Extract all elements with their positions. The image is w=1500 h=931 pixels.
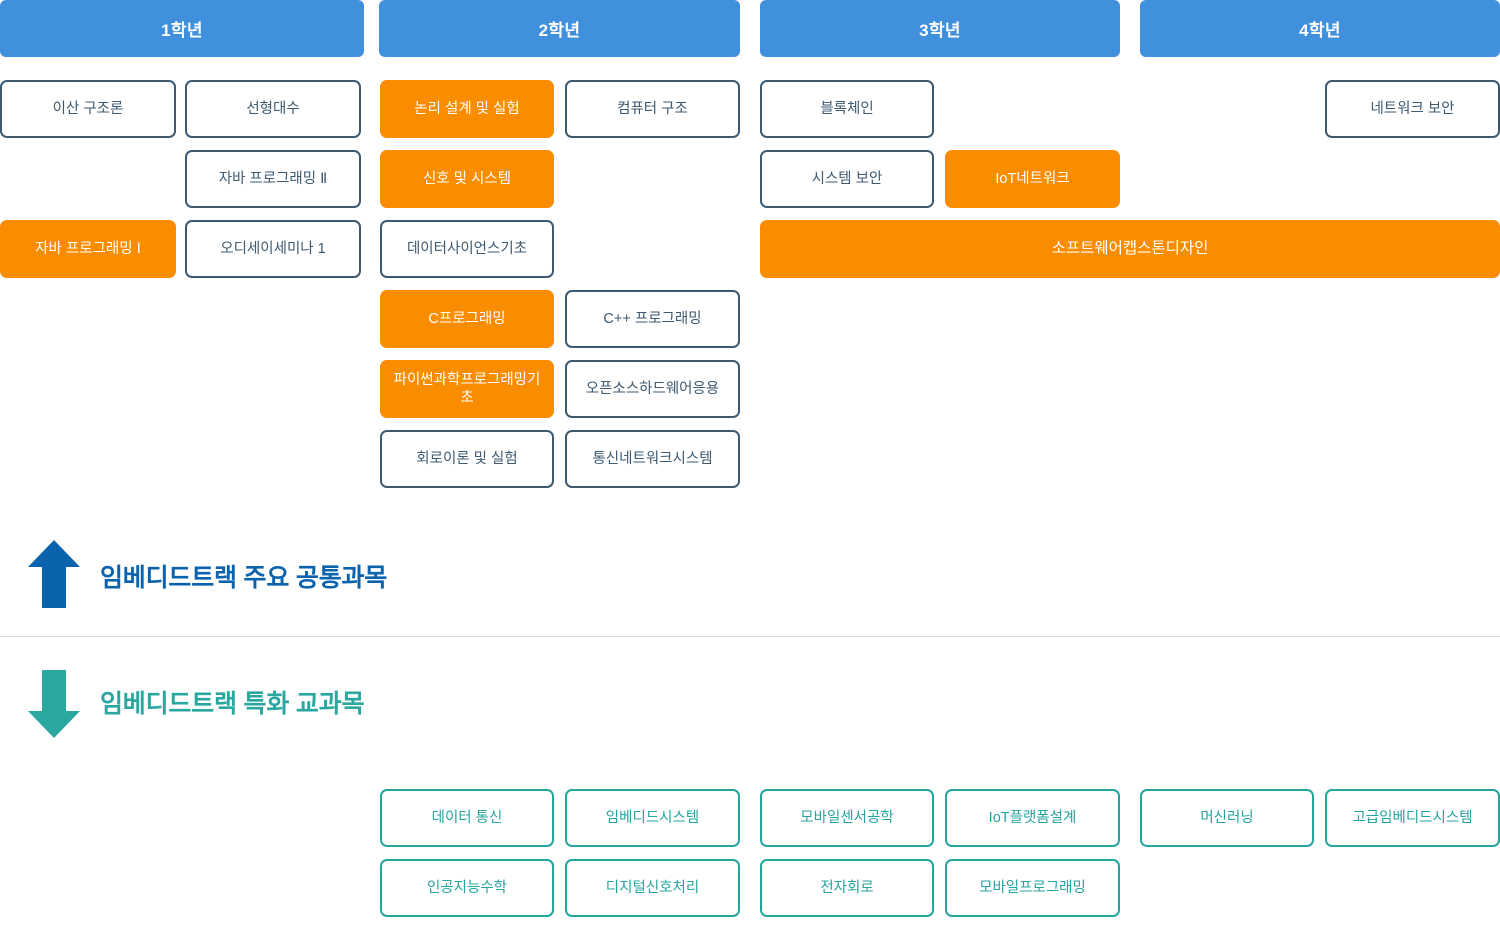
course-box[interactable]: 인공지능수학 [380, 859, 554, 917]
course-box[interactable]: 모바일센서공학 [760, 789, 934, 847]
course-box[interactable]: 이산 구조론 [0, 80, 176, 138]
course-box[interactable]: 시스템 보안 [760, 150, 934, 208]
course-box[interactable]: 컴퓨터 구조 [565, 80, 740, 138]
course-box[interactable]: 디지털신호처리 [565, 859, 740, 917]
specialized-track-label: 임베디드트랙 특화 교과목 [100, 690, 365, 718]
course-box[interactable]: 신호 및 시스템 [380, 150, 554, 208]
course-box[interactable]: C프로그래밍 [380, 290, 554, 348]
course-box[interactable]: 소프트웨어캡스톤디자인 [760, 220, 1500, 278]
arrow-up-icon [28, 540, 80, 608]
year-header-year1: 1학년 [0, 0, 364, 57]
course-box[interactable]: 머신러닝 [1140, 789, 1314, 847]
course-box[interactable]: IoT네트워크 [945, 150, 1120, 208]
course-box[interactable]: 파이썬과학프로그래밍기초 [380, 360, 554, 418]
year-header-year3: 3학년 [760, 0, 1120, 57]
course-box[interactable]: 선형대수 [185, 80, 361, 138]
course-box[interactable]: 오픈소스하드웨어응용 [565, 360, 740, 418]
course-box[interactable]: 회로이론 및 실험 [380, 430, 554, 488]
course-box[interactable]: 임베디드시스템 [565, 789, 740, 847]
course-box[interactable]: 고급임베디드시스템 [1325, 789, 1500, 847]
course-box[interactable]: 모바일프로그래밍 [945, 859, 1120, 917]
course-box[interactable]: 자바 프로그래밍 Ⅰ [0, 220, 176, 278]
course-box[interactable]: 네트워크 보안 [1325, 80, 1500, 138]
year-header-year4: 4학년 [1140, 0, 1500, 57]
course-box[interactable]: 오디세이세미나 1 [185, 220, 361, 278]
course-box[interactable]: 블록체인 [760, 80, 934, 138]
course-box[interactable]: 자바 프로그래밍 Ⅱ [185, 150, 361, 208]
course-box[interactable]: IoT플랫폼설계 [945, 789, 1120, 847]
course-box[interactable]: C++ 프로그래밍 [565, 290, 740, 348]
common-track-label: 임베디드트랙 주요 공통과목 [100, 564, 388, 592]
course-box[interactable]: 데이터 통신 [380, 789, 554, 847]
course-box[interactable]: 전자회로 [760, 859, 934, 917]
course-box[interactable]: 논리 설계 및 실험 [380, 80, 554, 138]
section-divider [0, 636, 1500, 637]
year-header-year2: 2학년 [379, 0, 740, 57]
course-box[interactable]: 데이터사이언스기초 [380, 220, 554, 278]
course-box[interactable]: 통신네트워크시스템 [565, 430, 740, 488]
arrow-down-icon [28, 670, 80, 738]
